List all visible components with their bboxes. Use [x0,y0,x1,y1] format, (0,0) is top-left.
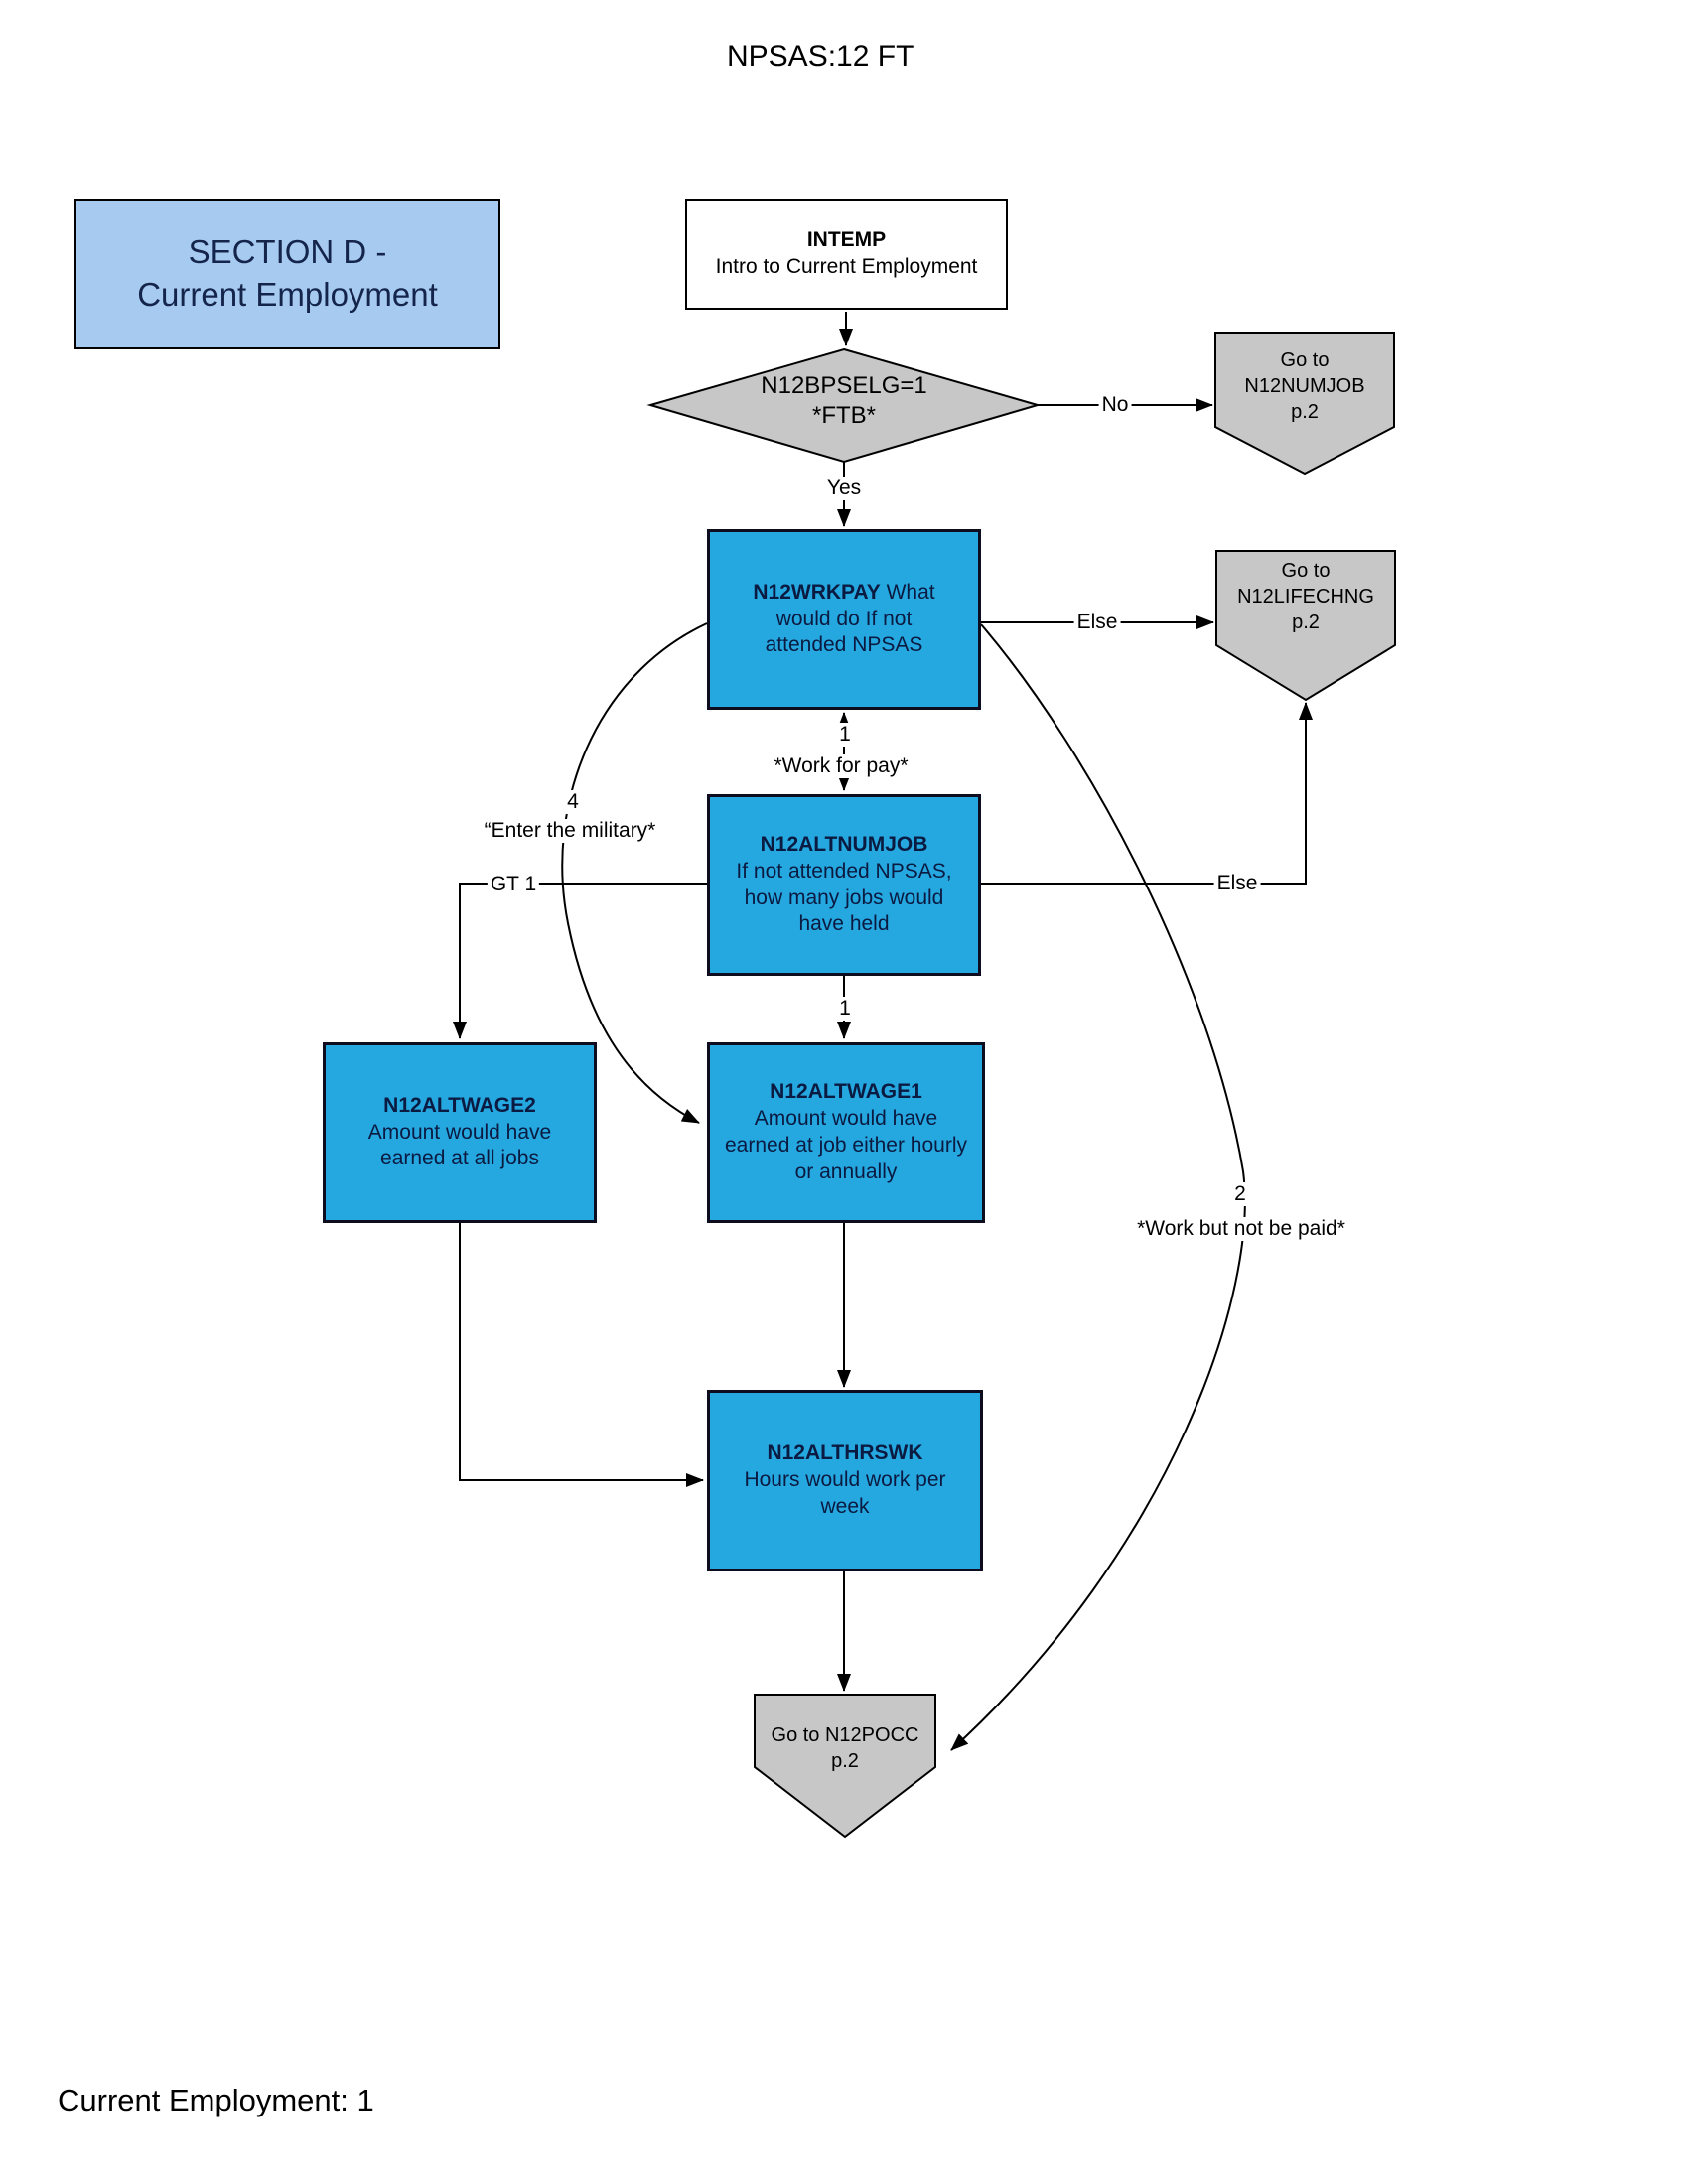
page-title: NPSAS:12 FT [727,40,914,72]
terminal-n12pocc-shape [754,1694,936,1839]
node-n12altwage2-desc: Amount would have earned at all jobs [367,1120,552,1170]
terminal-n12numjob-text: Go to N12NUMJOB p.2 [1244,349,1365,423]
node-n12wrkpay-desc: would do If not attended NPSAS [765,607,923,657]
node-n12altnumjob-title: N12ALTNUMJOB [760,832,928,856]
node-n12wrkpay-line1: N12WRKPAY What [753,580,934,607]
edge-label-work-not-paid: *Work but not be paid* [1134,1217,1348,1241]
edge-label-4: 4 [564,790,582,814]
node-n12althrswk: N12ALTHRSWK Hours would work per week [707,1390,983,1571]
page-footer: Current Employment: 1 [58,2083,374,2117]
node-n12althrswk-title: N12ALTHRSWK [767,1441,923,1465]
node-n12altwage2-title: N12ALTWAGE2 [383,1093,536,1117]
edge-label-1-workpay: 1 [836,723,854,747]
edge-label-work-for-pay: *Work for pay* [771,754,912,778]
node-n12altwage2: N12ALTWAGE2 Amount would have earned at … [323,1042,597,1223]
terminal-n12lifechng-shape [1215,550,1396,702]
edge-label-gt1: GT 1 [487,873,540,896]
edge-label-else-wrkpay: Else [1073,611,1121,634]
edge-altnumjob-else-to-lifechng [981,702,1313,885]
node-n12altwage1-desc: Amount would have earned at job either h… [725,1107,967,1183]
node-intemp: INTEMP Intro to Current Employment [685,199,1008,310]
node-n12wrkpay: N12WRKPAY What would do If not attended … [707,529,981,710]
node-n12altwage1-title: N12ALTWAGE1 [770,1080,922,1104]
node-intemp-desc: Intro to Current Employment [715,255,978,278]
edge-altwage2-to-althrswk [459,1223,704,1487]
edge-label-2: 2 [1231,1182,1249,1206]
node-intemp-title: INTEMP [806,228,887,252]
edge-altnumjob-gt1-to-altwage2 [453,883,707,1039]
edge-label-yes: Yes [823,477,865,500]
edge-label-else-altnumjob: Else [1213,872,1261,895]
node-n12althrswk-desc: Hours would work per week [744,1468,946,1518]
edge-label-no: No [1098,393,1132,417]
edge-wrkpay-military-to-altwage1 [561,622,708,1124]
terminal-n12numjob-shape [1214,332,1395,476]
node-n12wrkpay-title: N12WRKPAY [753,580,881,604]
edge-label-enter-military: “Enter the military* [481,819,659,843]
terminal-n12lifechng-text: Go to N12LIFECHNG p.2 [1237,560,1374,633]
node-n12wrkpay-title-suffix: What [880,580,935,604]
node-n12altnumjob: N12ALTNUMJOB If not attended NPSAS, how … [707,794,981,976]
node-n12altnumjob-desc: If not attended NPSAS, how many jobs wou… [736,859,952,936]
section-d-label-box: SECTION D - Current Employment [74,199,500,349]
node-n12altwage1: N12ALTWAGE1 Amount would have earned at … [707,1042,985,1223]
decision-n12bpselg-text: N12BPSELG=1 *FTB* [761,372,927,429]
edge-wrkpay-notpaid-to-pocc [950,623,1246,1751]
terminal-n12pocc-text: Go to N12POCC p.2 [771,1724,919,1772]
edge-label-1: 1 [836,997,854,1021]
